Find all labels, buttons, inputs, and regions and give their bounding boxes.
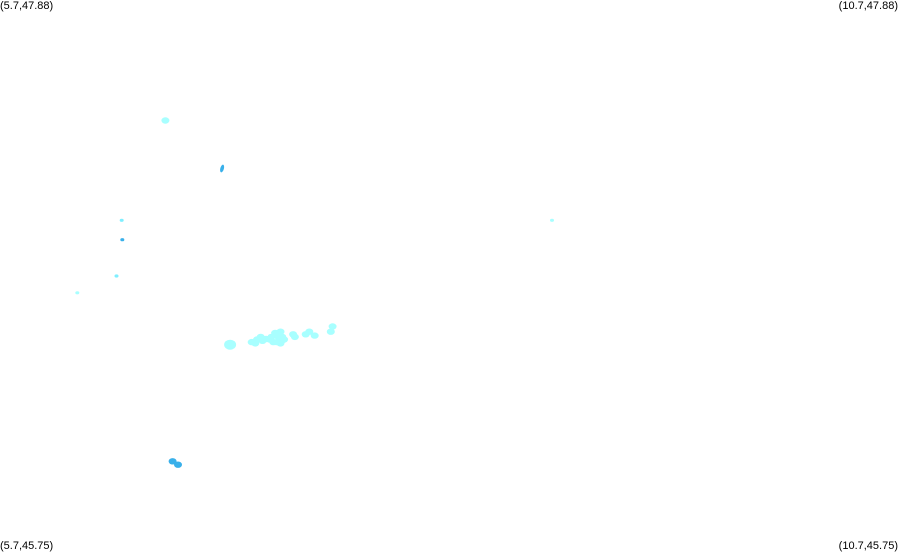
corner-label-top-left: (5.7,47.88) [0, 0, 54, 12]
water-feature-f34 [168, 458, 177, 465]
water-feature-f33 [301, 331, 310, 338]
water-feature-f3 [119, 218, 124, 222]
water-feature-f7 [224, 339, 237, 350]
water-feature-f6 [75, 291, 80, 295]
water-feature-f28 [247, 338, 256, 346]
corner-label-bottom-right: (10.7,45.75) [838, 540, 898, 552]
water-feature-f1 [161, 117, 170, 124]
water-feature-f4 [120, 238, 125, 242]
water-feature-f5 [114, 274, 119, 278]
water-feature-f19 [310, 332, 319, 339]
water-feature-f17 [289, 331, 298, 338]
water-feature-f32 [326, 328, 335, 335]
water-feature-f2 [220, 164, 225, 173]
water-feature-f30 [272, 338, 281, 346]
water-feature-f31 [328, 323, 337, 330]
corner-label-top-right: (10.7,47.88) [838, 0, 898, 12]
water-feature-f36 [550, 218, 554, 222]
corner-label-bottom-left: (5.7,45.75) [0, 540, 54, 552]
water-feature-f35 [174, 461, 182, 468]
water-features-layer [75, 117, 554, 468]
